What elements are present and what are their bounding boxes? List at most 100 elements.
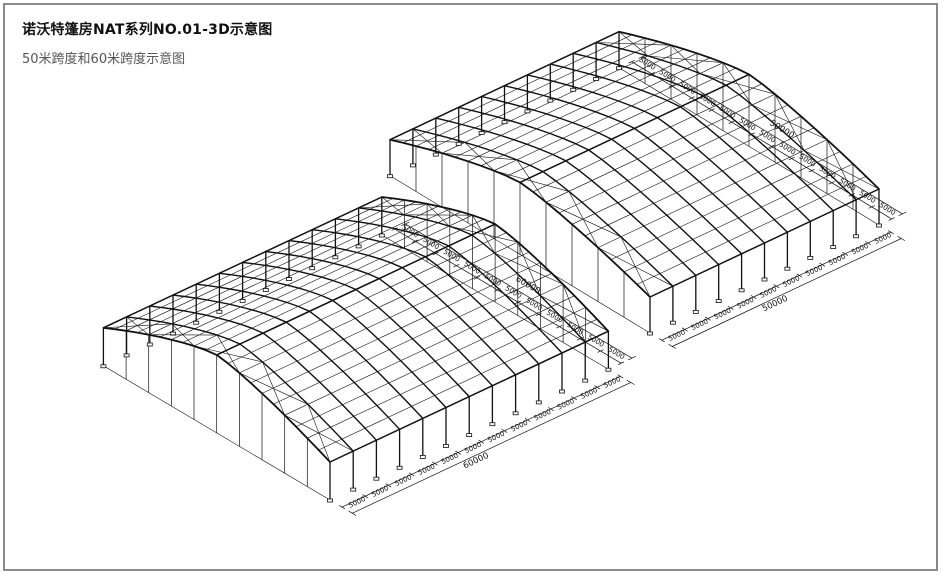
- column-foot: [409, 163, 416, 168]
- dimension-tick: [773, 284, 780, 289]
- span-bay-dimension-label: 5000: [738, 116, 757, 132]
- wind-brace: [193, 345, 263, 363]
- dimension-tick: [842, 251, 849, 256]
- main-rafter: [618, 30, 880, 190]
- column-foot: [146, 342, 153, 347]
- wind-brace: [597, 247, 674, 287]
- column-foot: [216, 309, 223, 314]
- column-foot: [605, 367, 612, 372]
- span-bay-dimension-label: 5000: [483, 272, 502, 288]
- column-foot: [559, 389, 565, 394]
- dimension-tick: [659, 338, 665, 343]
- column-foot: [286, 277, 292, 282]
- wind-brace: [358, 203, 428, 209]
- dimension-tick: [408, 472, 415, 477]
- dimension-tick: [888, 230, 894, 235]
- dimension-tick: [348, 510, 357, 516]
- dimension-line-span-total: [404, 223, 633, 359]
- dimension-tick: [750, 295, 757, 299]
- image-frame: [3, 3, 938, 571]
- dimension-tick: [708, 108, 715, 112]
- page-title: 诺沃特篷房NAT系列NO.01-3D示意图: [22, 22, 273, 38]
- main-rafter: [481, 95, 743, 255]
- dimension-tick: [501, 428, 508, 433]
- dimension-tick: [597, 349, 604, 353]
- column-foot: [350, 487, 357, 492]
- gable-ground-beam: [103, 365, 331, 501]
- wind-brace: [448, 225, 519, 243]
- main-rafter: [389, 138, 651, 298]
- dimension-tick: [819, 262, 826, 267]
- column-foot: [547, 98, 554, 103]
- dimension-tick: [638, 54, 647, 59]
- gable-ground-beam: [381, 234, 609, 370]
- dimension-line-total: [671, 238, 902, 347]
- column-foot: [419, 454, 426, 459]
- dimension-tick: [535, 312, 542, 317]
- wind-brace: [284, 414, 354, 452]
- span-bay-dimension-label: 5000: [878, 201, 897, 217]
- column-foot: [593, 77, 599, 81]
- main-rafter: [103, 326, 331, 463]
- column-foot: [876, 223, 882, 228]
- column-foot: [670, 320, 676, 325]
- dimension-tick: [668, 84, 675, 88]
- dimension-tick: [478, 439, 485, 444]
- column-foot: [830, 245, 837, 250]
- dimension-tick: [828, 181, 835, 185]
- dimension-tick: [788, 156, 795, 161]
- dimension-tick: [748, 132, 755, 136]
- dimension-tick: [727, 305, 734, 310]
- dimension-line-total: [352, 382, 632, 514]
- dimension-tick: [473, 276, 480, 280]
- wind-brace: [803, 150, 880, 190]
- column-foot: [784, 266, 791, 271]
- dimension-tick: [455, 450, 461, 455]
- column-foot: [378, 233, 385, 238]
- span-bay-dimension-label: 5000: [607, 345, 626, 361]
- dimension-tick: [412, 239, 419, 243]
- span-bay-dimension-label: 5000: [698, 92, 717, 108]
- span-bay-dimension-label: 5000: [586, 333, 605, 349]
- span-bay-dimension-label: 5000: [658, 68, 677, 84]
- column-foot: [466, 433, 473, 438]
- wind-brace: [751, 104, 828, 140]
- wind-brace: [389, 139, 466, 143]
- column-foot: [715, 299, 722, 304]
- gable-ground-beam: [389, 175, 651, 334]
- dimension-tick: [796, 273, 803, 278]
- column-foot: [501, 120, 508, 125]
- dimension-tick: [768, 144, 775, 149]
- main-rafter: [458, 106, 720, 266]
- dimension-tick: [401, 221, 410, 226]
- column-foot: [807, 255, 814, 260]
- main-rafter: [126, 316, 354, 452]
- main-rafter: [265, 250, 493, 387]
- column-foot: [193, 320, 200, 325]
- dimension-tick: [626, 380, 635, 385]
- dimension-tick: [594, 385, 601, 390]
- main-rafter: [381, 196, 610, 332]
- page-subtitle: 50米跨度和60米跨度示意图: [22, 52, 186, 67]
- dimension-tick: [453, 264, 460, 268]
- tent-50m-span: 5000500050005000500050005000500050005000…: [387, 30, 907, 349]
- main-rafter: [288, 239, 517, 376]
- dimension-line-span-bays: [394, 228, 622, 364]
- main-rafter: [242, 261, 470, 398]
- gable-ground-beam: [618, 67, 880, 226]
- span-bay-dimension-label: 5000: [678, 80, 697, 96]
- main-rafter: [196, 283, 424, 419]
- column-foot: [478, 131, 485, 135]
- column-foot: [761, 277, 768, 282]
- column-foot: [647, 331, 653, 336]
- wind-brace: [595, 42, 672, 46]
- span-bay-dimension-label: 5000: [565, 321, 584, 337]
- main-rafter: [527, 74, 788, 233]
- main-rafter: [504, 85, 765, 244]
- dimension-tick: [617, 374, 624, 379]
- column-foot: [432, 152, 439, 157]
- main-rafter: [312, 229, 540, 365]
- dimension-line-span-total: [642, 56, 903, 215]
- span-bay-dimension-label: 5000: [421, 235, 440, 251]
